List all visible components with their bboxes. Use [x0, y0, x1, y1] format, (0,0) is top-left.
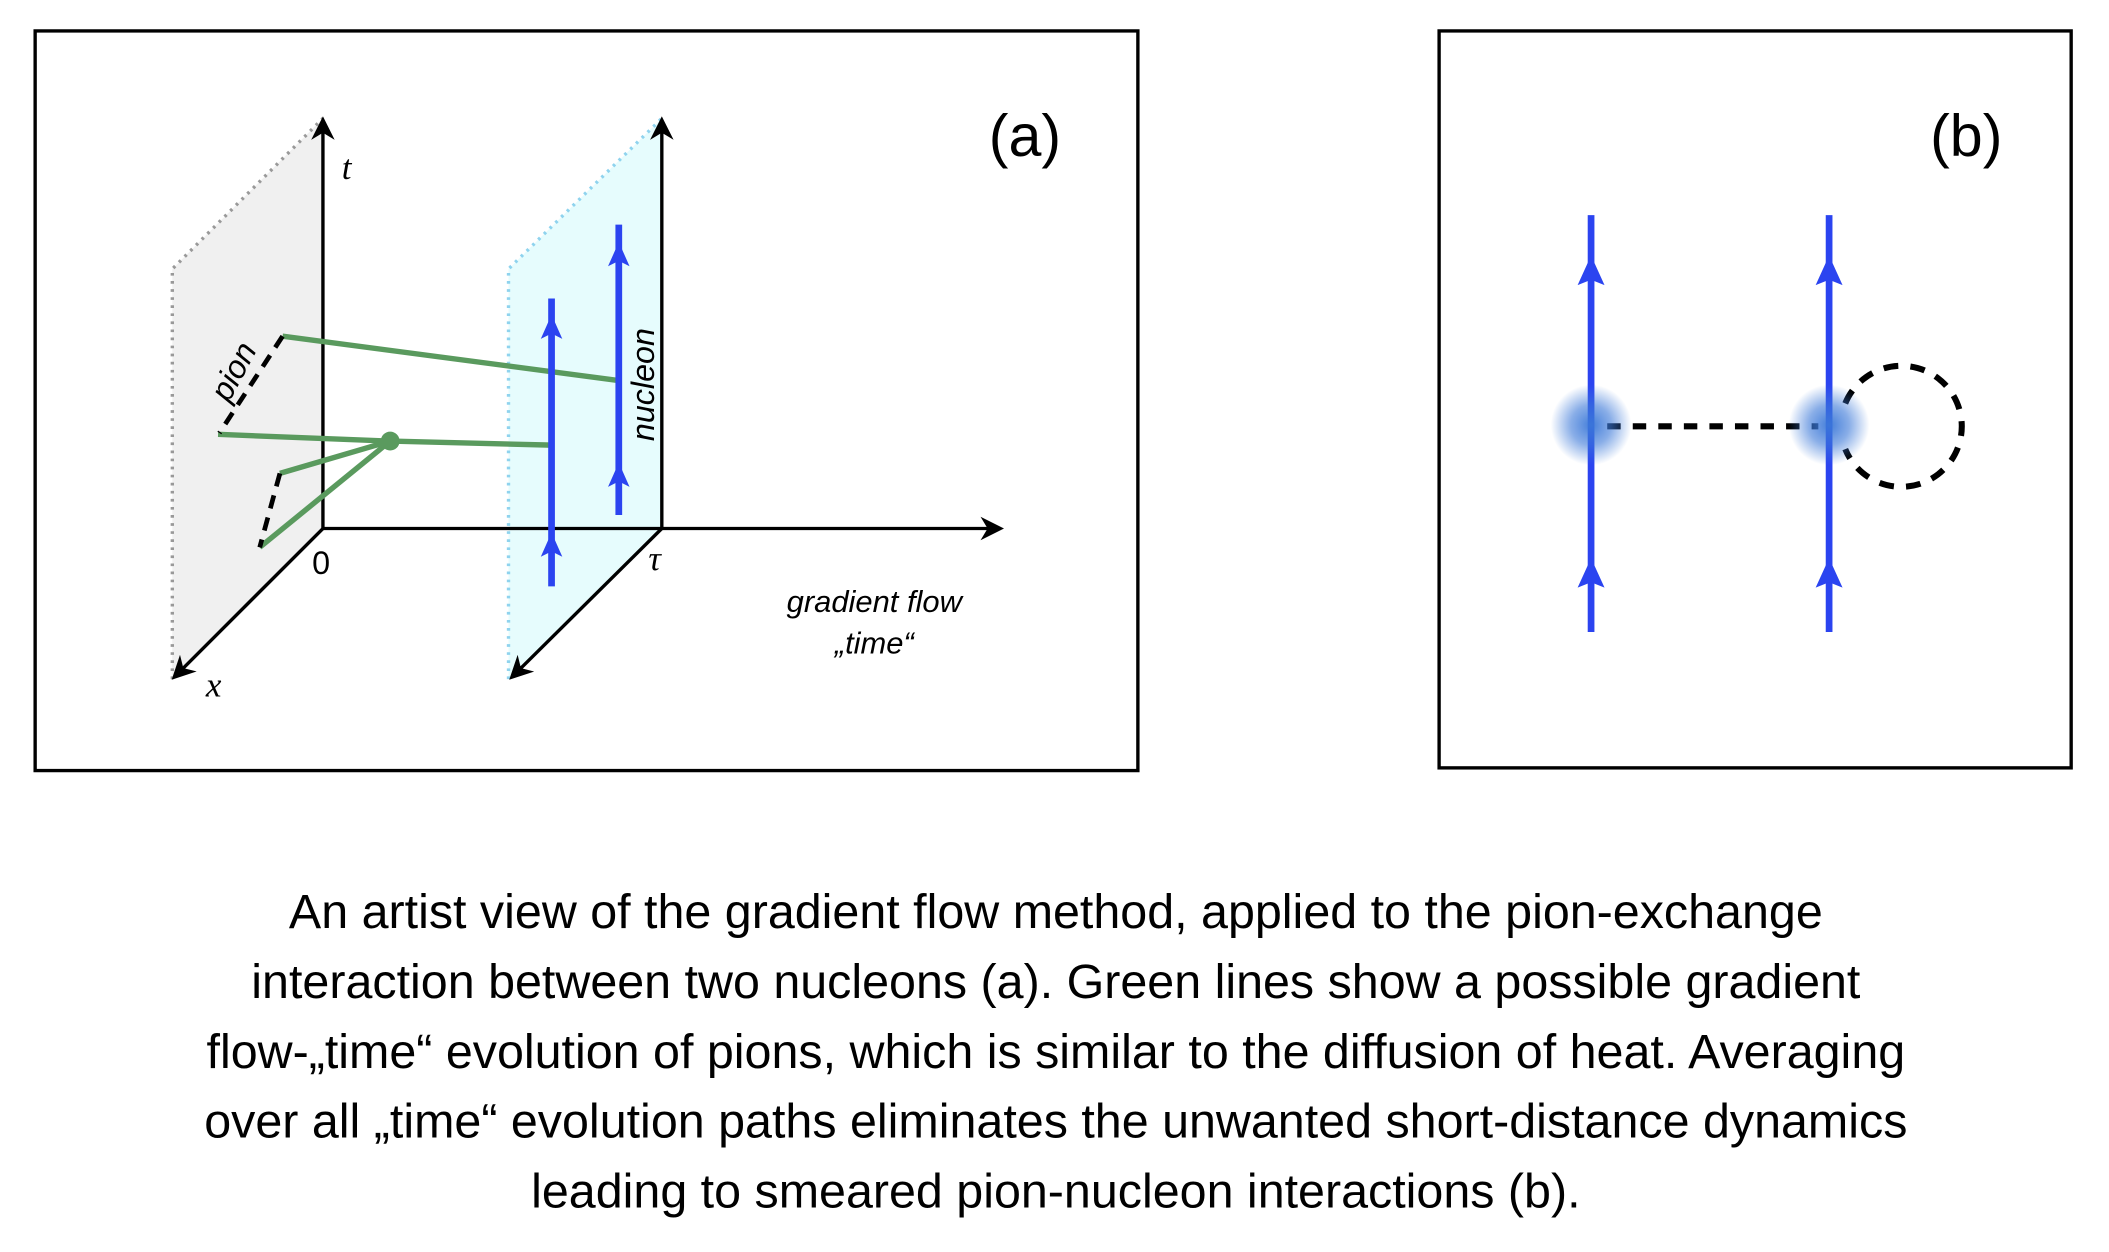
arrow-up-icon — [1577, 558, 1605, 588]
caption-line: over all „time“ evolution paths eliminat… — [204, 1095, 1907, 1149]
panel-b-frame — [1437, 29, 2073, 770]
vertex-dot — [380, 431, 400, 451]
arrow-up-icon — [1815, 255, 1843, 286]
nucleon-arrows — [1577, 255, 1843, 588]
smeared-vertex — [1788, 384, 1870, 466]
flow-axis-label: gradient flow — [787, 584, 964, 619]
pion-loop-dashed — [1842, 362, 1965, 490]
caption-line: flow-„time“ evolution of pions, which is… — [207, 1025, 1906, 1079]
nucleon-arrows — [540, 242, 630, 557]
t-axis-label: t — [342, 148, 353, 187]
caption-line: leading to smeared pion-nucleon interact… — [531, 1165, 1580, 1219]
arrow-up-icon — [608, 242, 630, 267]
panel-a-label: (a) — [989, 102, 1061, 169]
smeared-vertex — [1550, 384, 1632, 466]
tau-x-axis — [509, 527, 664, 680]
arrow-up-icon — [540, 314, 563, 339]
panel-a: t x⃗ 0 τ gradient flow „time“ pion nucle… — [33, 29, 1140, 773]
panel-b-label: (b) — [1930, 102, 2002, 169]
origin-label: 0 — [312, 545, 330, 581]
x-axis — [171, 527, 325, 680]
tau-label: τ — [648, 539, 662, 578]
flow-axis-label-time: „time“ — [833, 626, 916, 661]
arrow-up-icon — [1815, 558, 1843, 588]
arrow-up-icon — [1577, 255, 1605, 286]
pion-path — [279, 438, 391, 476]
arrow-up-icon — [608, 462, 630, 487]
arrow-up-icon — [540, 532, 563, 557]
pion-path — [282, 333, 620, 384]
x-axis-label: x⃗ — [205, 666, 249, 705]
plane-zero — [172, 118, 323, 680]
caption: An artist view of the gradient flow meth… — [204, 885, 1907, 1219]
pion-path — [258, 439, 392, 550]
pion-dashed-line — [257, 472, 283, 548]
pion-dashed-line — [217, 334, 285, 435]
pion-paths — [217, 333, 620, 550]
caption-line: interaction between two nucleons (a). Gr… — [251, 955, 1861, 1009]
caption-line: An artist view of the gradient flow meth… — [289, 885, 1823, 939]
nucleon-label: nucleon — [625, 328, 661, 441]
panel-b: (b) — [1437, 29, 2073, 770]
